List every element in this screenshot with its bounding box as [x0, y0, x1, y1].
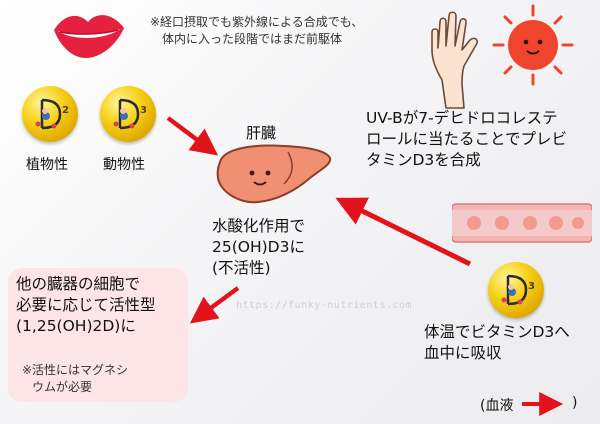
arrow-liver-to-organs: [189, 286, 240, 324]
uvb-text-line-3: タミンD3を合成: [366, 151, 481, 169]
organ-text-line-1: 他の臓器の細胞で: [16, 275, 141, 293]
liver-title: 肝臓: [246, 124, 277, 142]
liver-icon: [216, 144, 332, 204]
vitamin-d-mascot-icon: [35, 98, 62, 130]
uvb-synthesis-text: UV-Bが7-デヒドロコレステ ロールに当たることでプレビ タミンD3を合成: [366, 108, 598, 171]
magnesium-note-line-1: ※活性にはマグネシ: [22, 363, 129, 377]
liver-text-line-3: (不活性): [212, 259, 271, 277]
arrow-to-liver: [166, 116, 219, 156]
blood-vessel-icon: [452, 203, 592, 243]
precursor-note-line-1: ※経口摂取でも紫外線による合成でも、: [150, 15, 364, 29]
absorption-text: 体温でビタミンD3へ 血中に吸収: [424, 322, 598, 364]
organ-text-line-2: 必要に応じて活性型: [16, 296, 156, 314]
sun-icon: [492, 4, 574, 86]
uvb-text-line-1: UV-Bが7-デヒドロコレステ: [366, 109, 558, 127]
vitamin-d2-ball: 2: [22, 86, 78, 142]
lips-icon: [54, 15, 124, 58]
watermark: https://funky-nutrients.com: [236, 300, 413, 311]
organ-activation-box: [8, 268, 188, 402]
magnesium-note: ※活性にはマグネシ ウムが必要: [22, 362, 182, 396]
vitamin-d-mascot-icon: [501, 274, 528, 306]
absorption-text-line-1: 体温でビタミンD3へ: [424, 323, 570, 341]
organ-text-line-3: (1,25(OH)2D)に: [16, 317, 136, 335]
liver-process-text: 水酸化作用で 25(OH)D3に (不活性): [212, 216, 352, 279]
legend: (血液: [480, 395, 513, 415]
vitamin-d-mascot-icon: [113, 98, 140, 130]
liver-text-line-2: 25(OH)D3に: [212, 238, 305, 256]
precursor-note-line-2: 体内に入った段階ではまだ前駆体: [162, 32, 343, 46]
plant-label: 植物性: [26, 157, 68, 173]
d3-subscript: 3: [140, 105, 147, 116]
d3-subscript-right: 3: [528, 281, 535, 292]
magnesium-note-line-2: ウムが必要: [32, 380, 93, 394]
hand-icon: [431, 11, 479, 109]
organ-activation-text: 他の臓器の細胞で 必要に応じて活性型 (1,25(OH)2D)に: [16, 274, 188, 337]
legend-label: (血液: [480, 398, 514, 414]
legend-close-paren: ): [572, 395, 578, 411]
animal-label: 動物性: [103, 157, 145, 173]
absorption-text-line-2: 血中に吸収: [424, 344, 502, 362]
legend-close: ): [572, 395, 577, 411]
precursor-note: ※経口摂取でも紫外線による合成でも、 体内に入った段階ではまだ前駆体: [150, 14, 440, 48]
vitamin-d3-absorbed-ball: 3: [488, 262, 544, 318]
d2-subscript: 2: [62, 105, 69, 116]
vitamin-d3-ball: 3: [100, 86, 156, 142]
arrow-blood-to-liver: [335, 197, 472, 267]
uvb-text-line-2: ロールに当たることでプレビ: [366, 130, 568, 148]
liver-text-line-1: 水酸化作用で: [212, 217, 306, 235]
